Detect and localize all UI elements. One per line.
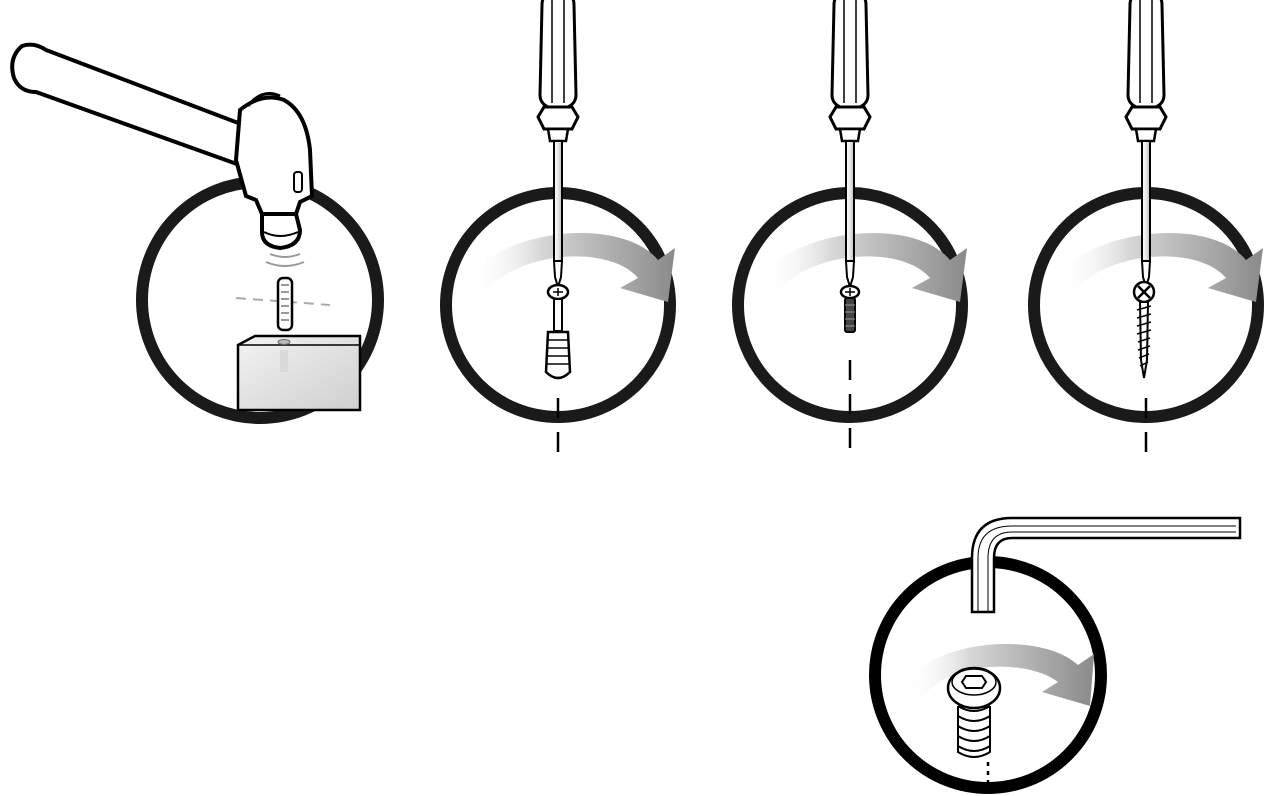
cam-bolt-icon [544, 283, 572, 380]
hammer-icon [10, 42, 315, 251]
rotation-arrow-icon [905, 643, 1094, 706]
board-panel [236, 334, 362, 412]
dowel-icon [276, 276, 294, 332]
panel-hammer-dowel [10, 42, 384, 424]
impact-marks [265, 253, 305, 267]
machine-screw-icon [839, 284, 861, 333]
panel-cam-bolt [440, 0, 676, 455]
allen-key-icon [970, 516, 1242, 614]
panel-wood-screw [1028, 0, 1264, 455]
panel-allen-key [869, 516, 1242, 796]
hex-bolt-icon [946, 666, 1002, 758]
wood-screw-icon [1132, 280, 1156, 379]
panel-short-screw [732, 0, 968, 455]
